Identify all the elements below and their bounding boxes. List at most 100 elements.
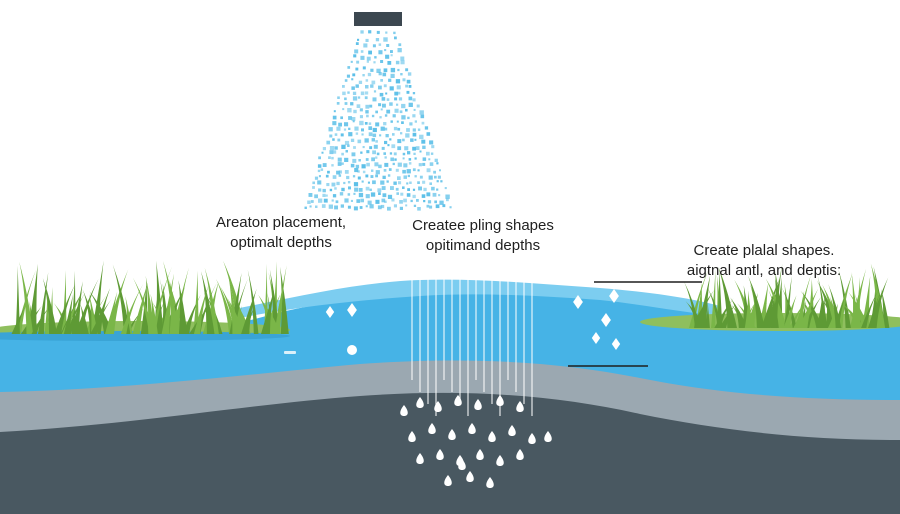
- spray-droplet: [347, 193, 351, 196]
- grass-blade: [91, 260, 104, 334]
- spray-droplet: [337, 157, 342, 162]
- spray-droplet: [334, 133, 338, 136]
- spray-droplet: [348, 186, 351, 190]
- spray-droplet: [407, 174, 410, 178]
- spray-droplet: [328, 156, 331, 159]
- spray-droplet: [340, 133, 344, 137]
- spray-droplet: [355, 42, 359, 45]
- spray-droplet: [322, 163, 327, 167]
- spray-droplet: [383, 84, 387, 88]
- spray-droplet: [430, 152, 434, 155]
- spray-droplet: [338, 174, 342, 177]
- spray-droplet: [385, 92, 388, 95]
- water-droplet: [436, 449, 444, 460]
- spray-droplet: [395, 187, 399, 191]
- grass-blade: [711, 269, 716, 328]
- spray-droplet: [344, 122, 349, 127]
- spray-droplet: [352, 96, 358, 101]
- spray-droplet: [422, 180, 426, 184]
- spray-droplet: [389, 152, 393, 155]
- spray-droplet: [359, 206, 363, 209]
- spray-droplet: [394, 36, 397, 40]
- spray-droplet: [388, 78, 392, 82]
- spray-droplet: [340, 204, 344, 208]
- spray-droplet: [413, 108, 416, 111]
- grass-blade: [105, 291, 118, 334]
- spray-droplet: [416, 199, 419, 202]
- spray-droplet: [380, 108, 383, 111]
- spray-droplet: [366, 56, 371, 61]
- spray-droplet: [414, 120, 417, 123]
- spray-droplet: [429, 140, 434, 145]
- grass-blade: [120, 283, 144, 334]
- spray-droplet: [382, 193, 387, 198]
- spray-droplet: [362, 74, 365, 77]
- spray-droplet: [317, 164, 322, 168]
- grass-blade: [817, 275, 828, 328]
- spray-droplet: [369, 104, 373, 108]
- spray-droplet: [336, 126, 341, 131]
- grass-blade: [868, 277, 889, 328]
- spray-droplet: [381, 198, 386, 203]
- spray-droplet: [385, 54, 390, 59]
- spray-droplet: [347, 181, 351, 184]
- grass-blade: [683, 280, 700, 328]
- spray-droplet: [422, 145, 426, 149]
- spray-droplet: [433, 170, 436, 174]
- spray-droplet: [328, 204, 333, 209]
- water-droplet: [528, 433, 536, 444]
- label-right-line2: aigtnal antl, and deptis:: [686, 262, 842, 279]
- diamond-bubble: [347, 303, 357, 317]
- grass-blade: [707, 287, 723, 328]
- spray-droplet: [392, 162, 395, 166]
- grass-blade: [220, 286, 241, 334]
- spray-droplet: [383, 122, 387, 126]
- water-spray-icon: [304, 30, 452, 211]
- spray-droplet: [385, 31, 388, 34]
- spray-droplet: [370, 175, 374, 178]
- spray-droplet: [431, 145, 435, 149]
- spray-droplet: [372, 44, 376, 48]
- spray-droplet: [361, 164, 366, 169]
- spray-droplet: [406, 182, 409, 185]
- spray-droplet: [378, 85, 382, 90]
- spray-droplet: [449, 206, 452, 209]
- spray-droplet: [360, 55, 365, 60]
- diamond-bubble: [611, 338, 621, 350]
- spray-droplet: [350, 163, 355, 168]
- spray-droplet: [432, 192, 437, 197]
- spray-droplet: [423, 200, 426, 203]
- grass-blade: [90, 299, 112, 334]
- spray-droplet: [383, 152, 386, 155]
- grass-blade: [766, 276, 781, 328]
- spray-droplet: [387, 61, 392, 65]
- spray-droplet: [408, 85, 412, 88]
- spray-droplet: [371, 169, 374, 172]
- bubble-dash: [284, 351, 296, 354]
- spray-droplet: [440, 180, 443, 183]
- spray-droplet: [370, 68, 374, 72]
- spray-droplet: [412, 168, 416, 172]
- spray-droplet: [357, 176, 361, 180]
- spray-droplet: [351, 152, 356, 157]
- spray-droplet: [408, 102, 413, 107]
- spray-droplet: [380, 79, 383, 82]
- spray-droplet: [352, 73, 356, 77]
- bubble-dot: [347, 345, 357, 355]
- spray-droplet: [412, 128, 416, 132]
- water-droplet: [428, 423, 436, 434]
- spray-droplet: [372, 180, 376, 185]
- grass-blade: [193, 270, 199, 334]
- spray-droplet: [378, 72, 382, 76]
- spray-droplet: [360, 30, 364, 34]
- spray-droplet: [370, 192, 376, 197]
- spray-droplet: [332, 150, 337, 154]
- water-droplet: [448, 429, 456, 440]
- spray-droplet: [384, 49, 387, 52]
- spray-droplet: [352, 120, 355, 123]
- spray-droplet: [376, 30, 380, 34]
- spray-droplet: [380, 126, 385, 131]
- grass-blade: [161, 273, 174, 334]
- water-droplet: [544, 431, 552, 442]
- spray-droplet: [390, 54, 393, 57]
